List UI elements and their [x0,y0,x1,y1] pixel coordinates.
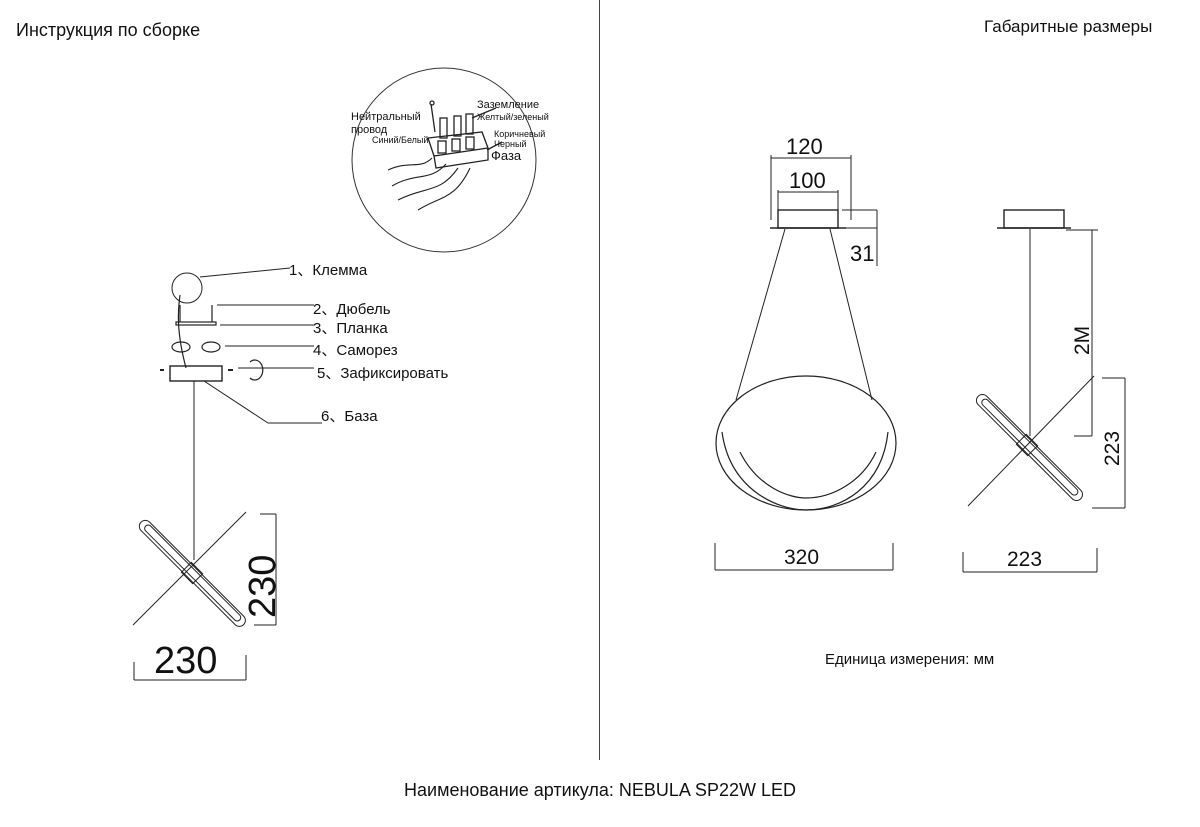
step-6: 6、База [321,408,378,425]
article-name: Наименование артикула: NEBULA SP22W LED [404,780,796,800]
leader-6 [203,380,322,424]
unit-note: Единица измерения: мм [825,651,995,668]
ground-label: Заземление [477,99,540,111]
front-cable-left [735,228,786,401]
mounting-parts-icon [171,294,264,381]
side-height-dim: 223 [1101,430,1124,466]
step-2: 2、Дюбель [313,301,391,318]
ground-color-label: Желтый/зеленый [477,112,549,122]
step-5: 5、Зафиксировать [317,365,449,382]
side-canopy [1003,209,1065,229]
canopy-outer-dim: 120 [786,134,823,159]
neutral-color-label: Синий/Белый [372,135,429,145]
ring-fixture-icon [715,375,897,511]
side-width-dim: 223 [1007,548,1043,571]
cable-length-dim: 2M [1071,325,1094,355]
neutral-label: Нейтральный провод [351,111,421,136]
wires-icon [387,157,471,211]
left-height-dim: 230 [242,554,284,618]
fixture-left-icon [132,511,247,627]
side-dim-lines [962,229,1126,573]
terminal-callout-circle [171,272,203,304]
base-canopy [169,365,223,382]
side-fixture-icon [967,375,1095,507]
phase-color-1-label: Коричневый [494,129,546,139]
ring-width-dim: 320 [784,546,820,569]
front-canopy [777,209,839,229]
divider [599,0,600,760]
dimensions-title: Габаритные размеры [984,17,1153,36]
assembly-title: Инструкция по сборке [16,20,201,40]
phase-color-2-label: Черный [494,139,527,149]
phase-label: Фаза [491,148,522,163]
step-1: 1、Клемма [289,262,368,279]
front-dim-lines [714,155,894,571]
step-4: 4、Саморез [313,342,398,359]
canopy-inner-dim: 100 [789,168,826,193]
leader-1 [199,267,291,278]
left-width-dim: 230 [154,640,218,682]
step-3: 3、Планка [313,320,388,337]
canopy-height-dim: 31 [850,241,875,266]
